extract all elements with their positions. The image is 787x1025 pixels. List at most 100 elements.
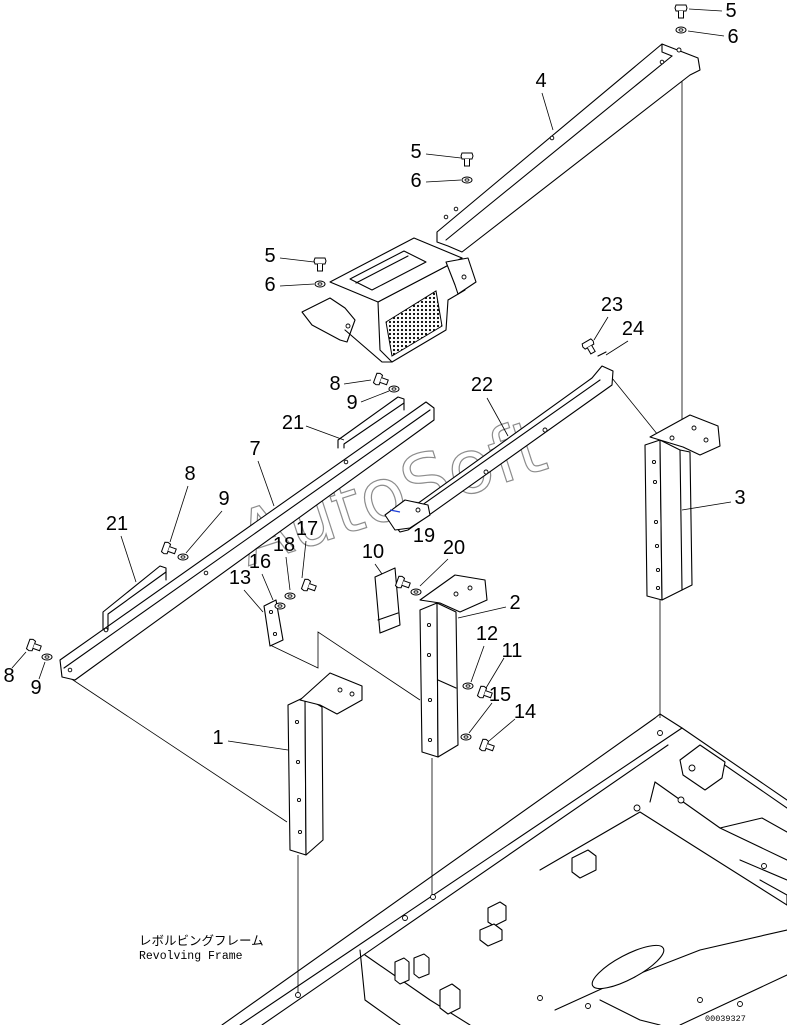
callout-2: 2 [509,592,520,614]
callout-20: 20 [443,537,465,559]
bolt-8 [160,540,178,558]
part-16-spacer [274,602,286,610]
washer-18 [284,592,296,600]
beam-hole [549,135,555,141]
post-hole [427,697,433,703]
leader-line [470,645,485,683]
bolt-5 [674,4,688,19]
post-hole [654,543,660,549]
callout-13: 13 [229,567,251,589]
bolt-23 [580,337,599,357]
frame-label-japanese: レボルビングフレーム [139,933,264,948]
post-flange [679,449,693,591]
hood-left-flange [301,297,356,343]
callout-11: 11 [502,640,523,662]
post-hole [651,459,657,465]
leader-line [261,573,274,601]
beam-end-face [661,43,673,57]
post-side [304,696,324,856]
leader-line [38,661,46,680]
frame-block [394,957,410,985]
callout-17: 17 [296,518,318,540]
leader-lines [11,8,732,751]
post-hole [653,519,659,525]
handle-rod [107,571,167,631]
leader-line [279,257,315,263]
bracket-hole [268,609,274,615]
callout-8: 8 [329,373,340,395]
leader-line [681,501,732,511]
post-hole [426,622,432,628]
frame-label-english: Revolving Frame [139,950,243,963]
part-21-handle-lower [102,565,167,631]
leader-line [457,606,507,619]
post-detail-line [437,679,457,689]
frame-side-wall [261,744,669,1025]
callout-5: 5 [725,0,736,22]
leader-line [360,390,390,403]
part-10-plate [374,567,401,634]
washer-9 [41,653,53,661]
assembly-line [269,631,421,701]
post-top-bracket [299,672,363,715]
post-hole [655,585,661,591]
frame-hole [430,894,436,900]
bracket-mark [389,509,401,513]
post-hole [427,737,433,743]
frame-block [487,901,507,927]
frame-right-rim [681,727,787,801]
washer-9 [177,553,189,561]
leader-line [257,460,275,507]
post-top-bracket [649,414,721,456]
leader-line [485,657,505,689]
bolt-8 [25,637,43,655]
frame-hole [737,1001,743,1007]
leader-line [425,179,462,183]
frame-block [439,983,461,1015]
leader-line [243,589,264,613]
post-side [436,602,459,758]
leader-line [374,563,383,575]
pin-24 [597,351,607,357]
bolt-5 [460,152,474,167]
callout-9: 9 [218,488,229,510]
callout-18: 18 [273,534,295,556]
frame-hole [657,730,663,736]
callout-6: 6 [727,26,738,48]
post-hole [691,425,697,431]
callout-6: 6 [410,170,421,192]
callout-23: 23 [601,294,623,316]
leader-line [120,535,137,583]
frame-deck-line [539,811,787,906]
beam-hole [103,627,109,633]
leader-line [169,485,189,543]
frame-hole [633,804,641,812]
frame-bracket [679,744,726,791]
washer-6 [461,176,473,184]
post-hole [669,435,675,441]
post-side [659,439,683,601]
beam-hole [67,667,73,673]
part-1-post [287,672,363,856]
plate-body [374,567,401,634]
frame-top-edge [239,713,683,1025]
leader-line [185,510,223,554]
callout-9: 9 [30,677,41,699]
frame-block [413,953,430,979]
hood-grille [385,290,443,357]
frame-deck-line [599,999,661,1025]
bar-edge [397,379,601,523]
callout-15: 15 [489,684,511,706]
beam-hole [343,459,349,465]
leader-line [305,425,345,441]
post-hole [294,719,300,725]
frame-top-edge-outer [221,717,656,1025]
fasteners [25,4,688,755]
frame-block [479,923,503,947]
leader-line [285,556,291,591]
frame-deck-line [359,949,401,1025]
leader-line [227,740,289,751]
post-front [644,439,663,601]
callout-5: 5 [410,141,421,163]
hood-slot [349,250,427,291]
